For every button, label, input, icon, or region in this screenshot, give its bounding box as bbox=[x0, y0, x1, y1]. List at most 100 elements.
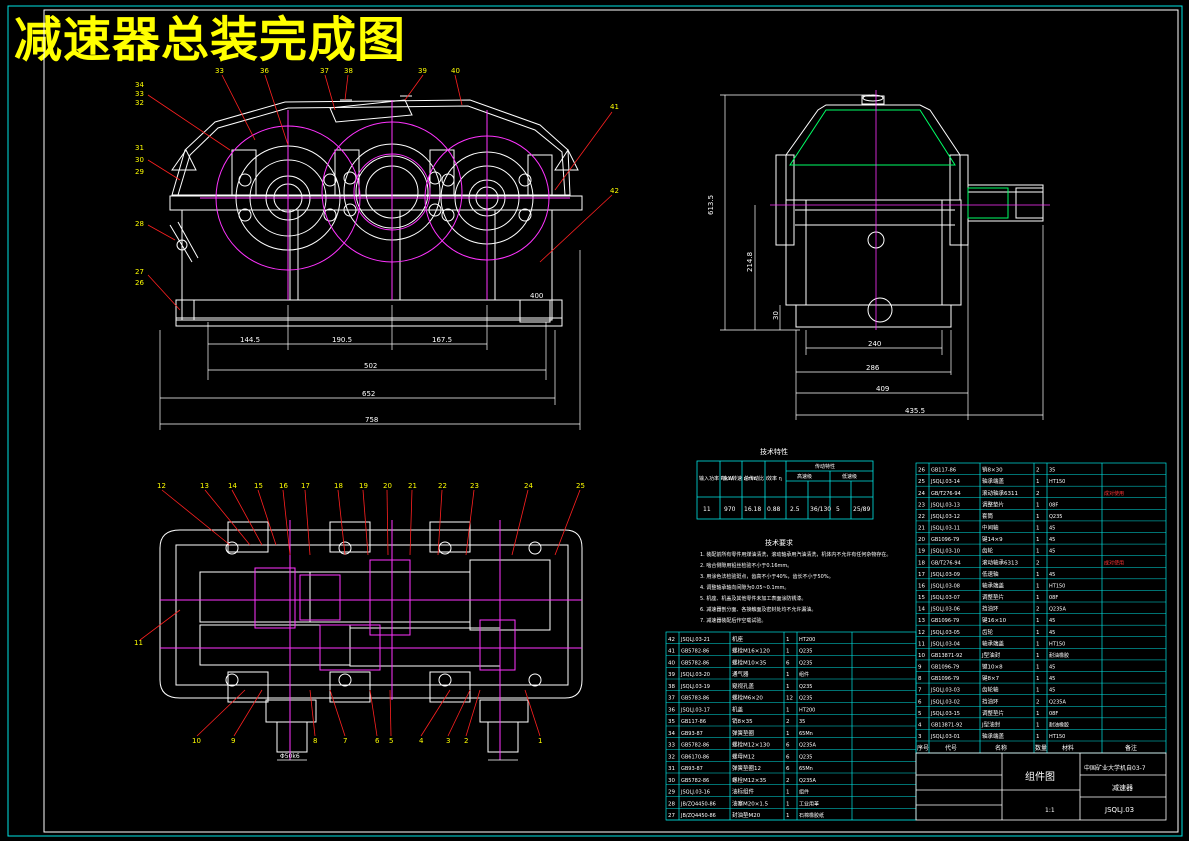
bom-left-cell: 35 bbox=[668, 719, 675, 725]
bom-right-cell: 24 bbox=[918, 491, 925, 497]
title-block bbox=[915, 752, 1167, 821]
bom-right-cell: 调整垫片 bbox=[982, 709, 1004, 717]
param-val-6: 5 bbox=[836, 506, 840, 513]
bom-right-cell: GB/T276-94 bbox=[931, 491, 961, 497]
bom-left-cell: Q235A bbox=[799, 743, 816, 749]
bom-right-cell: 套筒 bbox=[982, 512, 994, 520]
bom-left-cell: 弹簧垫圈 bbox=[732, 729, 755, 737]
bom-left-cell: GB93-87 bbox=[681, 766, 703, 772]
bom-left-cell: 封油垫M20 bbox=[732, 811, 761, 819]
tech-req-heading: 技术要求 bbox=[765, 538, 793, 547]
bom-right-cell: GB1096-79 bbox=[931, 537, 959, 543]
bom-left-cell: 螺栓M10×35 bbox=[732, 658, 767, 666]
tb-drawing-type: 组件图 bbox=[1025, 770, 1055, 783]
bom-right-cell: 9 bbox=[918, 665, 922, 671]
label-14: 14 bbox=[228, 482, 237, 490]
bom-right-cell: 16 bbox=[918, 583, 925, 589]
label-30: 30 bbox=[135, 156, 144, 164]
label-18: 18 bbox=[334, 482, 343, 490]
param-header-eff: 效率 η bbox=[767, 475, 782, 482]
param-header-trans: 传动特性 bbox=[815, 463, 835, 470]
bom-left-cell: HT200 bbox=[799, 637, 815, 643]
title-block-text: 组件图 中国矿业大学机自03-7 减速器 JSQLJ.03 1:1 bbox=[1025, 764, 1146, 814]
bom-left-cell: 1 bbox=[786, 801, 790, 807]
bom-right-cell: 调整垫片 bbox=[982, 593, 1004, 601]
bom-right-cell: 8 bbox=[918, 676, 922, 682]
bom-left-cell: 销8×35 bbox=[732, 717, 753, 725]
bom-right-cell: GB13871-92 bbox=[931, 653, 962, 659]
label-11: 11 bbox=[134, 639, 143, 647]
bom-right-cell: 45 bbox=[1049, 526, 1055, 532]
bom-right-cell: 2 bbox=[1036, 560, 1040, 566]
bom-right-cell: 轴承端盖 bbox=[982, 581, 1005, 589]
bom-right-cell: JSQLJ.03-03 bbox=[930, 688, 960, 694]
bom-right-cell: 26 bbox=[918, 468, 925, 474]
param-val-5: 36/130 bbox=[810, 506, 831, 513]
plan-label-text: 12 13 14 15 16 17 18 19 20 21 22 23 24 2… bbox=[134, 482, 585, 745]
bom-right-cell: 45 bbox=[1049, 537, 1055, 543]
bom-left-cell: JSQLJ.03-19 bbox=[680, 684, 710, 690]
label-25: 25 bbox=[576, 482, 585, 490]
tech-requirements: 技术要求 1. 装配前所有零件用煤油清洗，滚动轴承用汽油清洗，机体内不允许有任何… bbox=[700, 538, 891, 624]
bom-right-cell: 1 bbox=[1036, 641, 1040, 647]
bom-right-cell: 1 bbox=[1036, 653, 1040, 659]
bom-right-cell: 45 bbox=[1049, 688, 1055, 694]
dim-240: 240 bbox=[868, 340, 881, 348]
bom-right-cell: 23 bbox=[918, 502, 925, 508]
bom-left-cell: 螺栓M16×120 bbox=[732, 647, 770, 655]
bom-right-cell: 中间轴 bbox=[982, 524, 999, 532]
front-leaders bbox=[147, 74, 613, 311]
bom-header-row: 序号 代号 名称 数量 材料 备注 bbox=[917, 744, 1137, 752]
param-val-0: 11 bbox=[703, 506, 711, 513]
bom-right-cell: 2 bbox=[1036, 491, 1040, 497]
bom-right-cell: 6 bbox=[918, 699, 922, 705]
bom-right-cell: 7 bbox=[918, 688, 922, 694]
bom-left-cell: 组件 bbox=[799, 671, 809, 678]
bom-left-cell: 6 bbox=[786, 660, 790, 666]
bom-right-cell: 1 bbox=[1036, 595, 1040, 601]
label-26: 26 bbox=[135, 279, 144, 287]
bom-left-cell: 弹簧垫圈12 bbox=[732, 764, 761, 772]
label-27: 27 bbox=[135, 268, 144, 276]
bom-right-cell: 齿轮 bbox=[982, 547, 994, 555]
bom-left-cell: 工业用革 bbox=[799, 800, 819, 807]
bom-left-cell: JSQLJ.03-17 bbox=[680, 707, 710, 713]
bom-right-cell: 键10×8 bbox=[982, 663, 1003, 671]
bom-header-code: 代号 bbox=[945, 744, 957, 752]
side-view bbox=[775, 94, 1044, 328]
bom-right-cell: 齿轮 bbox=[982, 628, 994, 636]
label-19: 19 bbox=[359, 482, 368, 490]
bom-left-cell: JB/ZQ4450-86 bbox=[680, 801, 716, 807]
bom-right-cell: JSQLJ.03-02 bbox=[930, 699, 960, 705]
bom-header-qty: 数量 bbox=[1035, 744, 1047, 752]
param-header-ratio: 总传动比 i bbox=[744, 475, 767, 482]
label-28: 28 bbox=[135, 220, 144, 228]
label-39: 39 bbox=[418, 67, 427, 75]
label-23: 23 bbox=[470, 482, 479, 490]
bom-right-cell: 15 bbox=[918, 595, 925, 601]
drawing-title: 减速器总装完成图 bbox=[14, 12, 407, 68]
tb-scale: 1:1 bbox=[1045, 807, 1055, 814]
label-3: 3 bbox=[446, 737, 450, 745]
tech-req-7: 7. 减速器装配后作空载试验。 bbox=[700, 617, 766, 624]
bom-right-cell: HT150 bbox=[1049, 583, 1065, 589]
bom-right-cell: HT150 bbox=[1049, 479, 1065, 485]
bom-left-cell: 27 bbox=[668, 813, 675, 819]
dim-286: 286 bbox=[866, 364, 880, 372]
bom-right-cell: 挡油环 bbox=[982, 605, 999, 613]
bom-left-cell: 1 bbox=[786, 707, 790, 713]
tech-req-5: 5. 机座、机盖及其他零件未加工表面涂防锈漆。 bbox=[700, 595, 806, 602]
bom-left-cell: 窥视孔盖 bbox=[732, 682, 755, 690]
bom-right-cell: 1 bbox=[1036, 722, 1040, 728]
bom-right-cell: Q235 bbox=[1049, 514, 1062, 520]
bom-left-cell: 37 bbox=[668, 696, 675, 702]
bom-left-cell: JSQLJ.03-16 bbox=[680, 790, 710, 796]
bom-right-cell: JSQLJ.03-07 bbox=[930, 595, 960, 601]
bom-left-cell: 1 bbox=[786, 672, 790, 678]
bom-header-note: 备注 bbox=[1125, 744, 1137, 752]
bom-right-cell: 1 bbox=[1036, 583, 1040, 589]
bom-right-cell: 1 bbox=[1036, 711, 1040, 717]
bom-left-cell: JB/ZQ4450-86 bbox=[680, 813, 716, 819]
label-13: 13 bbox=[200, 482, 209, 490]
bom-right-cell: 45 bbox=[1049, 549, 1055, 555]
